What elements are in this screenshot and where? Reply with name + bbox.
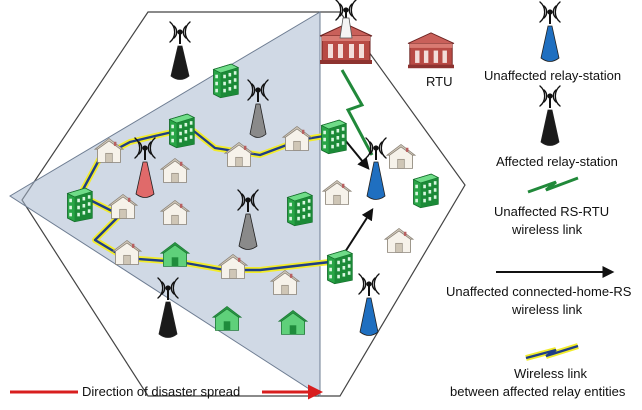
grey-relay-station-icon <box>237 189 259 250</box>
home-rs-arrow-upper <box>344 139 370 170</box>
rtu-antenna-icon <box>335 0 357 39</box>
rs-rtu-link <box>340 69 374 156</box>
relay-stations <box>134 21 387 338</box>
unaffected-relay-station-icon <box>365 137 387 200</box>
legend-rs-rtu-link-label-1: Unaffected RS-RTU <box>494 204 609 219</box>
legend: Unaffected relay-station Affected relay-… <box>446 1 632 399</box>
legend-unaffected-rs-icon <box>539 1 561 62</box>
affected-relay-station-icon <box>539 85 561 146</box>
home-rs-arrow-lower <box>344 207 374 253</box>
disaster-direction-label: Direction of disaster spread <box>82 384 240 399</box>
legend-affected-link-icon <box>525 343 579 361</box>
affected-zone <box>9 11 321 397</box>
legend-rs-rtu-link-label-2: wireless link <box>511 222 583 237</box>
rtu-buildings <box>319 0 455 69</box>
unaffected-relay-station-icon <box>539 1 561 62</box>
rtu-label: RTU <box>426 74 452 89</box>
legend-affected-link-label-2: between affected relay entities <box>450 384 626 399</box>
affected-relay-station-icon <box>169 21 191 80</box>
legend-home-rs-link-label-1: Unaffected connected-home-RS <box>446 284 632 299</box>
grey-relay-station-icon <box>247 79 269 138</box>
legend-affected-link-label-1: Wireless link <box>514 366 587 381</box>
legend-affected-rs-label: Affected relay-station <box>496 154 618 169</box>
legend-affected-rs-icon <box>539 85 561 146</box>
legend-unaffected-rs-label: Unaffected relay-station <box>484 68 621 83</box>
failing-relay-station-icon <box>134 137 156 198</box>
affected-relay-station-icon <box>157 277 179 338</box>
unaffected-relay-station-icon <box>358 273 380 336</box>
legend-rs-rtu-link-icon <box>527 176 579 194</box>
legend-home-rs-link-label-2: wireless link <box>511 302 583 317</box>
